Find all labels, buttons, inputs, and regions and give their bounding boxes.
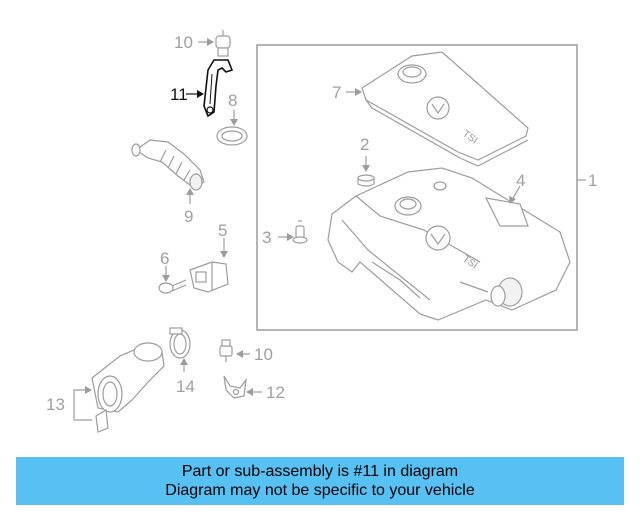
callout-2: 2 — [360, 135, 369, 154]
callout-10-top: 10 — [174, 33, 193, 52]
bolt-part-10-bottom — [219, 339, 233, 362]
hose-clamp-part-14 — [169, 327, 191, 359]
info-banner: Part or sub-assembly is #11 in diagram D… — [16, 457, 624, 505]
bolt-part-3 — [292, 220, 308, 244]
callout-12: 12 — [266, 383, 285, 402]
sensor-part-10-top — [215, 30, 231, 57]
callout-10-bottom: 10 — [254, 345, 273, 364]
callout-6: 6 — [160, 249, 169, 268]
main-engine-cover: TSI — [327, 167, 571, 321]
callout-13: 13 — [46, 395, 65, 414]
callout-4: 4 — [516, 171, 525, 190]
callout-3: 3 — [262, 228, 271, 247]
grommet-part-2 — [357, 174, 375, 187]
bolt-part-6 — [158, 279, 187, 294]
callout-7: 7 — [332, 83, 341, 102]
callout-8: 8 — [228, 91, 237, 110]
banner-line-1: Part or sub-assembly is #11 in diagram — [181, 463, 459, 480]
bracket-part-11 — [203, 59, 234, 118]
callout-11: 11 — [170, 85, 188, 104]
upper-engine-cover: TSI — [361, 51, 529, 167]
callout-14: 14 — [176, 377, 195, 396]
callout-5: 5 — [218, 221, 227, 240]
connector-part-5 — [189, 261, 229, 293]
air-duct-part-13 — [91, 342, 165, 433]
callout-9: 9 — [184, 207, 193, 226]
callout-1: 1 — [588, 171, 597, 190]
bracket-clip-part-12 — [223, 375, 247, 399]
intake-hose-part-9 — [131, 139, 205, 191]
engine-cover-frame — [256, 44, 578, 331]
seal-ring-part-8 — [216, 126, 248, 146]
parts-diagram: 1 TSI 7 2 TSI 4 — [46, 30, 597, 433]
banner-line-2: Diagram may not be specific to your vehi… — [165, 482, 475, 499]
